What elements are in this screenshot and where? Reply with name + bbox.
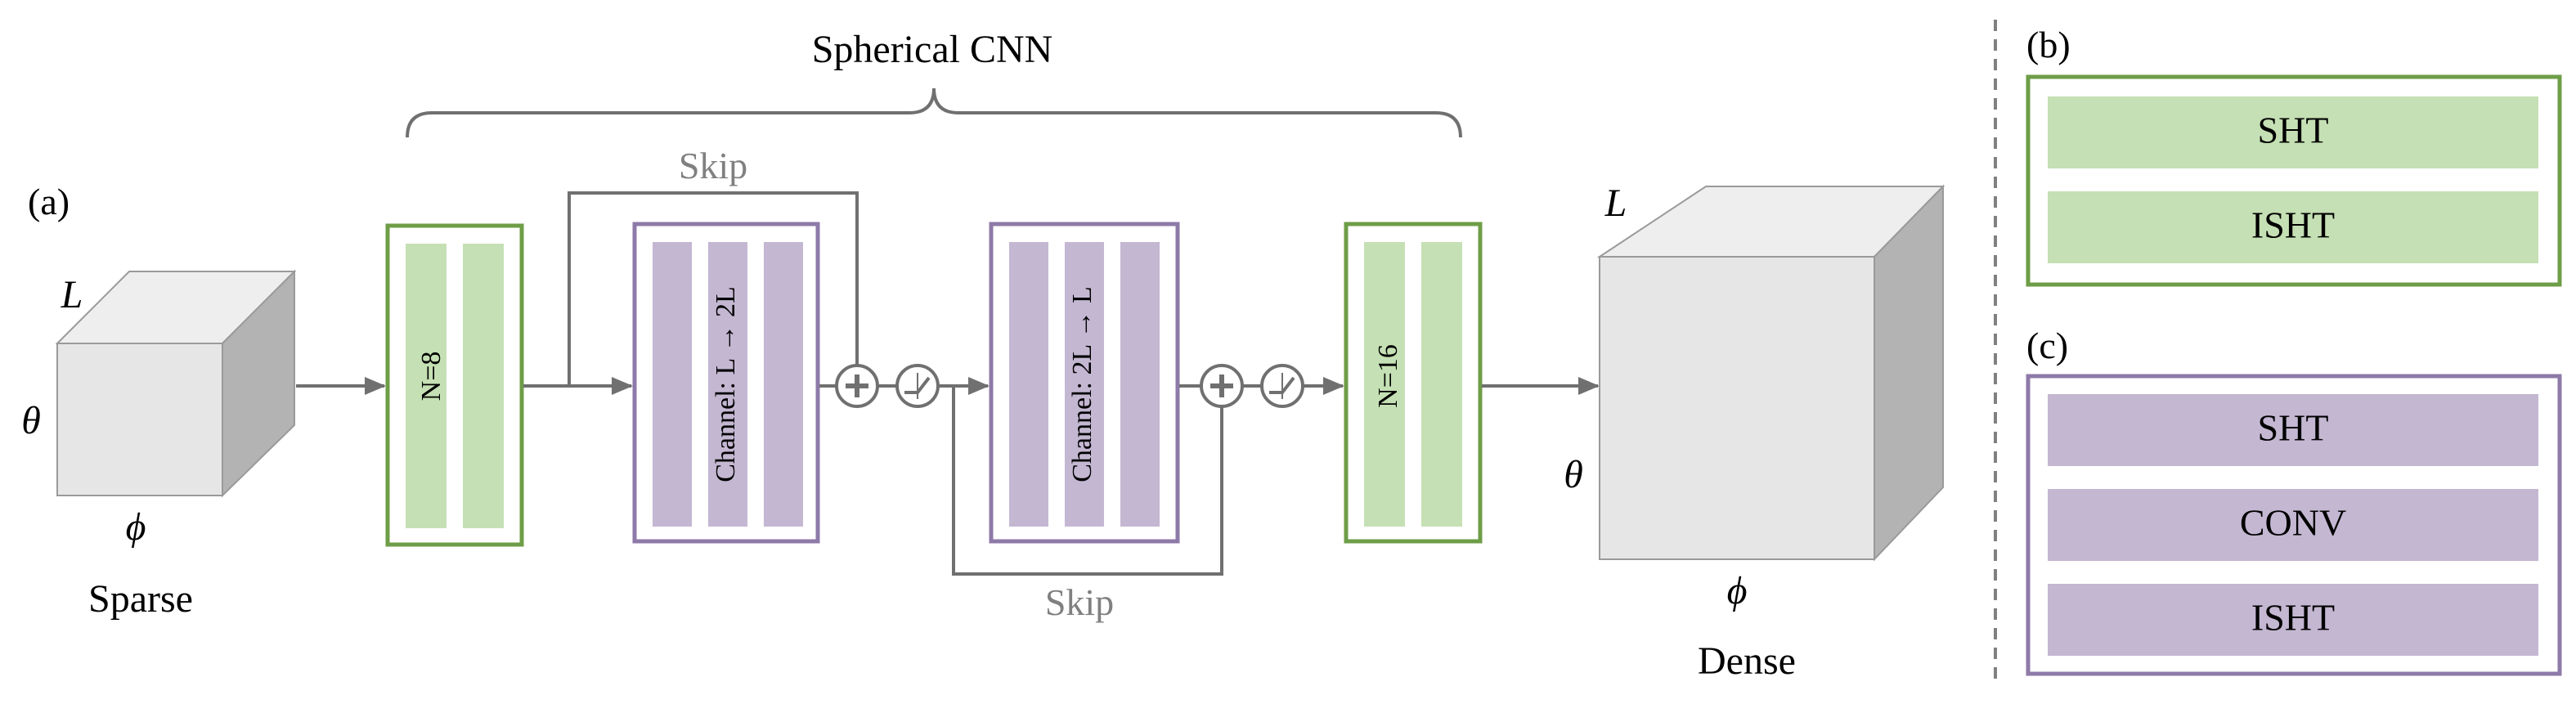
spherical-cnn-brace: [406, 87, 1462, 138]
panel-b-item-sht-label: SHT: [2258, 110, 2329, 151]
block2-label: Channel: L → 2L: [711, 286, 741, 482]
input-axis-L: L: [61, 273, 83, 316]
panel-a-label: (a): [28, 181, 70, 222]
block-purple-2l-to-l: [989, 222, 1180, 544]
output-cube: [1596, 184, 1945, 562]
input-cube: [55, 269, 297, 498]
input-axis-phi: ϕ: [126, 505, 146, 549]
panel-b-label: (b): [2026, 24, 2071, 65]
panel-b-item-sht: [2048, 96, 2538, 168]
output-axis-phi: ϕ: [1727, 569, 1748, 612]
block-green-n8: [385, 223, 524, 547]
relu-node-2: [1260, 364, 1304, 408]
panel-b-item-isht: [2048, 191, 2538, 263]
panel-c-item-isht-label: ISHT: [2251, 597, 2335, 639]
output-axis-L: L: [1604, 182, 1627, 225]
panel-c-item-isht: [2048, 584, 2538, 656]
panel-b-item-isht-label: ISHT: [2251, 204, 2335, 246]
panel-c-label: (c): [2026, 325, 2068, 366]
block1-label: N=8: [416, 352, 447, 401]
input-caption: Sparse: [88, 577, 193, 621]
skip-connection-bottom: [952, 386, 1223, 576]
output-axis-theta: θ: [1564, 453, 1583, 496]
block4-label: N=16: [1373, 344, 1403, 408]
panel-c-item-sht: [2048, 394, 2538, 466]
panel-c-item-conv: [2048, 489, 2538, 561]
block-green-n16: [1344, 222, 1483, 544]
skip-top-label: Skip: [679, 145, 747, 186]
block3-label: Channel: 2L → L: [1067, 286, 1097, 482]
output-caption: Dense: [1698, 639, 1796, 683]
add-node-1: [835, 364, 879, 408]
spherical-cnn-title: Spherical CNN: [812, 28, 1053, 71]
relu-node-1: [895, 364, 940, 408]
skip-connection-top: [568, 191, 859, 386]
panel-c-item-sht-label: SHT: [2258, 407, 2329, 449]
block-purple-l-to-2l: [632, 222, 820, 544]
skip-bottom-label: Skip: [1045, 581, 1114, 623]
input-axis-theta: θ: [21, 399, 41, 442]
panel-c-item-conv-label: CONV: [2240, 502, 2346, 544]
add-node-2: [1200, 364, 1244, 408]
